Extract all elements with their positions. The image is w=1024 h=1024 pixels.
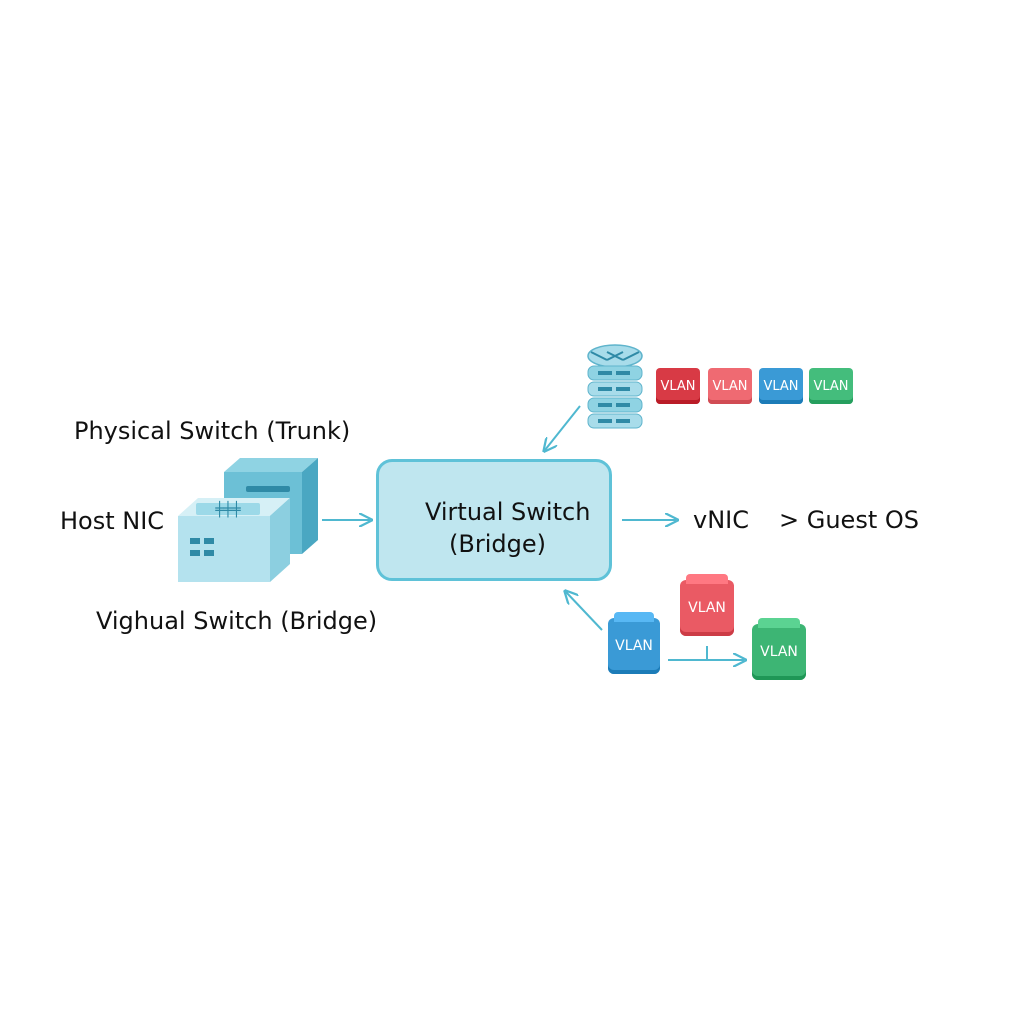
vlan-cube-red-label: VLAN [688,600,726,616]
arrow-vlan-to-vswitch [566,592,603,631]
vlan-tag-red: VLAN [656,368,700,404]
vighual-switch-label: Vighual Switch (Bridge) [96,607,378,635]
vlan-tag-pink: VLAN [708,368,752,404]
virtual-switch-subtitle: (Bridge) [449,530,546,558]
vlan-cube-red: VLAN [680,574,734,636]
vlan-cube-green-label: VLAN [760,644,798,660]
svg-text:╪╪╪: ╪╪╪ [214,500,241,518]
virtual-switch-title: Virtual Switch [425,498,591,526]
cube-top-face [758,618,800,628]
vlan-tag-blue: VLAN [759,368,803,404]
physical-switch-label: Physical Switch (Trunk) [74,417,351,445]
host-nic-label: Host NIC [60,507,165,535]
cube-top-face [614,612,654,622]
arrow-server-to-vswitch [545,405,581,450]
virtual-switch-box[interactable]: Virtual Switch (Bridge) [376,459,612,581]
vnic-label: vNIC [693,506,749,534]
vlan-tag-green: VLAN [809,368,853,404]
vlan-cube-blue: VLAN [608,612,660,674]
vlan-cube-green: VLAN [752,618,806,680]
host-nic-hardware-icon: ╪╪╪ [178,458,318,582]
cube-top-face [686,574,728,584]
server-stack-icon [587,344,643,429]
vlan-cube-blue-label: VLAN [615,638,653,654]
guest-os-label: > Guest OS [779,506,919,534]
